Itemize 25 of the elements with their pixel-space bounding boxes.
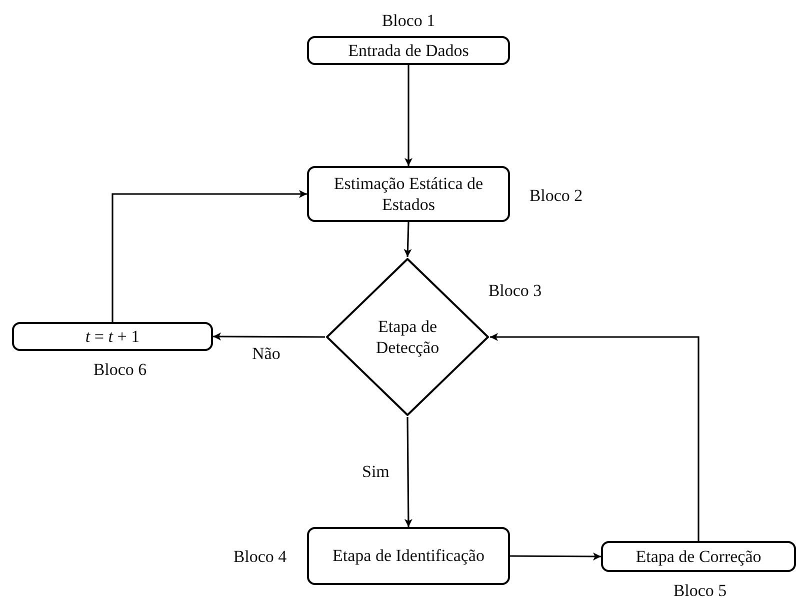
node-text: Etapa de Correção — [636, 546, 762, 568]
node-text: t = t + 1 — [85, 326, 140, 348]
block-label: Bloco 2 — [528, 185, 584, 207]
node-text: Entrada de Dados — [348, 40, 469, 62]
process-box — [307, 527, 510, 585]
node-text: Estimação Estática de Estados — [332, 172, 484, 216]
arrow — [404, 417, 412, 527]
process-box — [601, 541, 796, 572]
arrow — [404, 222, 412, 258]
decision-diamond — [325, 257, 490, 417]
block-label: Bloco 3 — [487, 280, 543, 302]
arrow — [213, 332, 325, 341]
arrow — [510, 552, 601, 560]
block-label: Bloco 5 — [672, 580, 728, 598]
process-box — [307, 36, 510, 65]
arrow — [112, 190, 307, 322]
block-label: Bloco 4 — [232, 546, 288, 568]
process-box — [307, 166, 510, 222]
node-text: Etapa de Detecção — [374, 316, 440, 358]
block-label: Bloco 6 — [92, 359, 148, 381]
node-text: Etapa de Identificação — [332, 545, 484, 567]
arrow — [490, 333, 700, 541]
arrow — [404, 65, 412, 166]
process-box — [12, 322, 213, 351]
block-label: Bloco 1 — [380, 10, 436, 32]
